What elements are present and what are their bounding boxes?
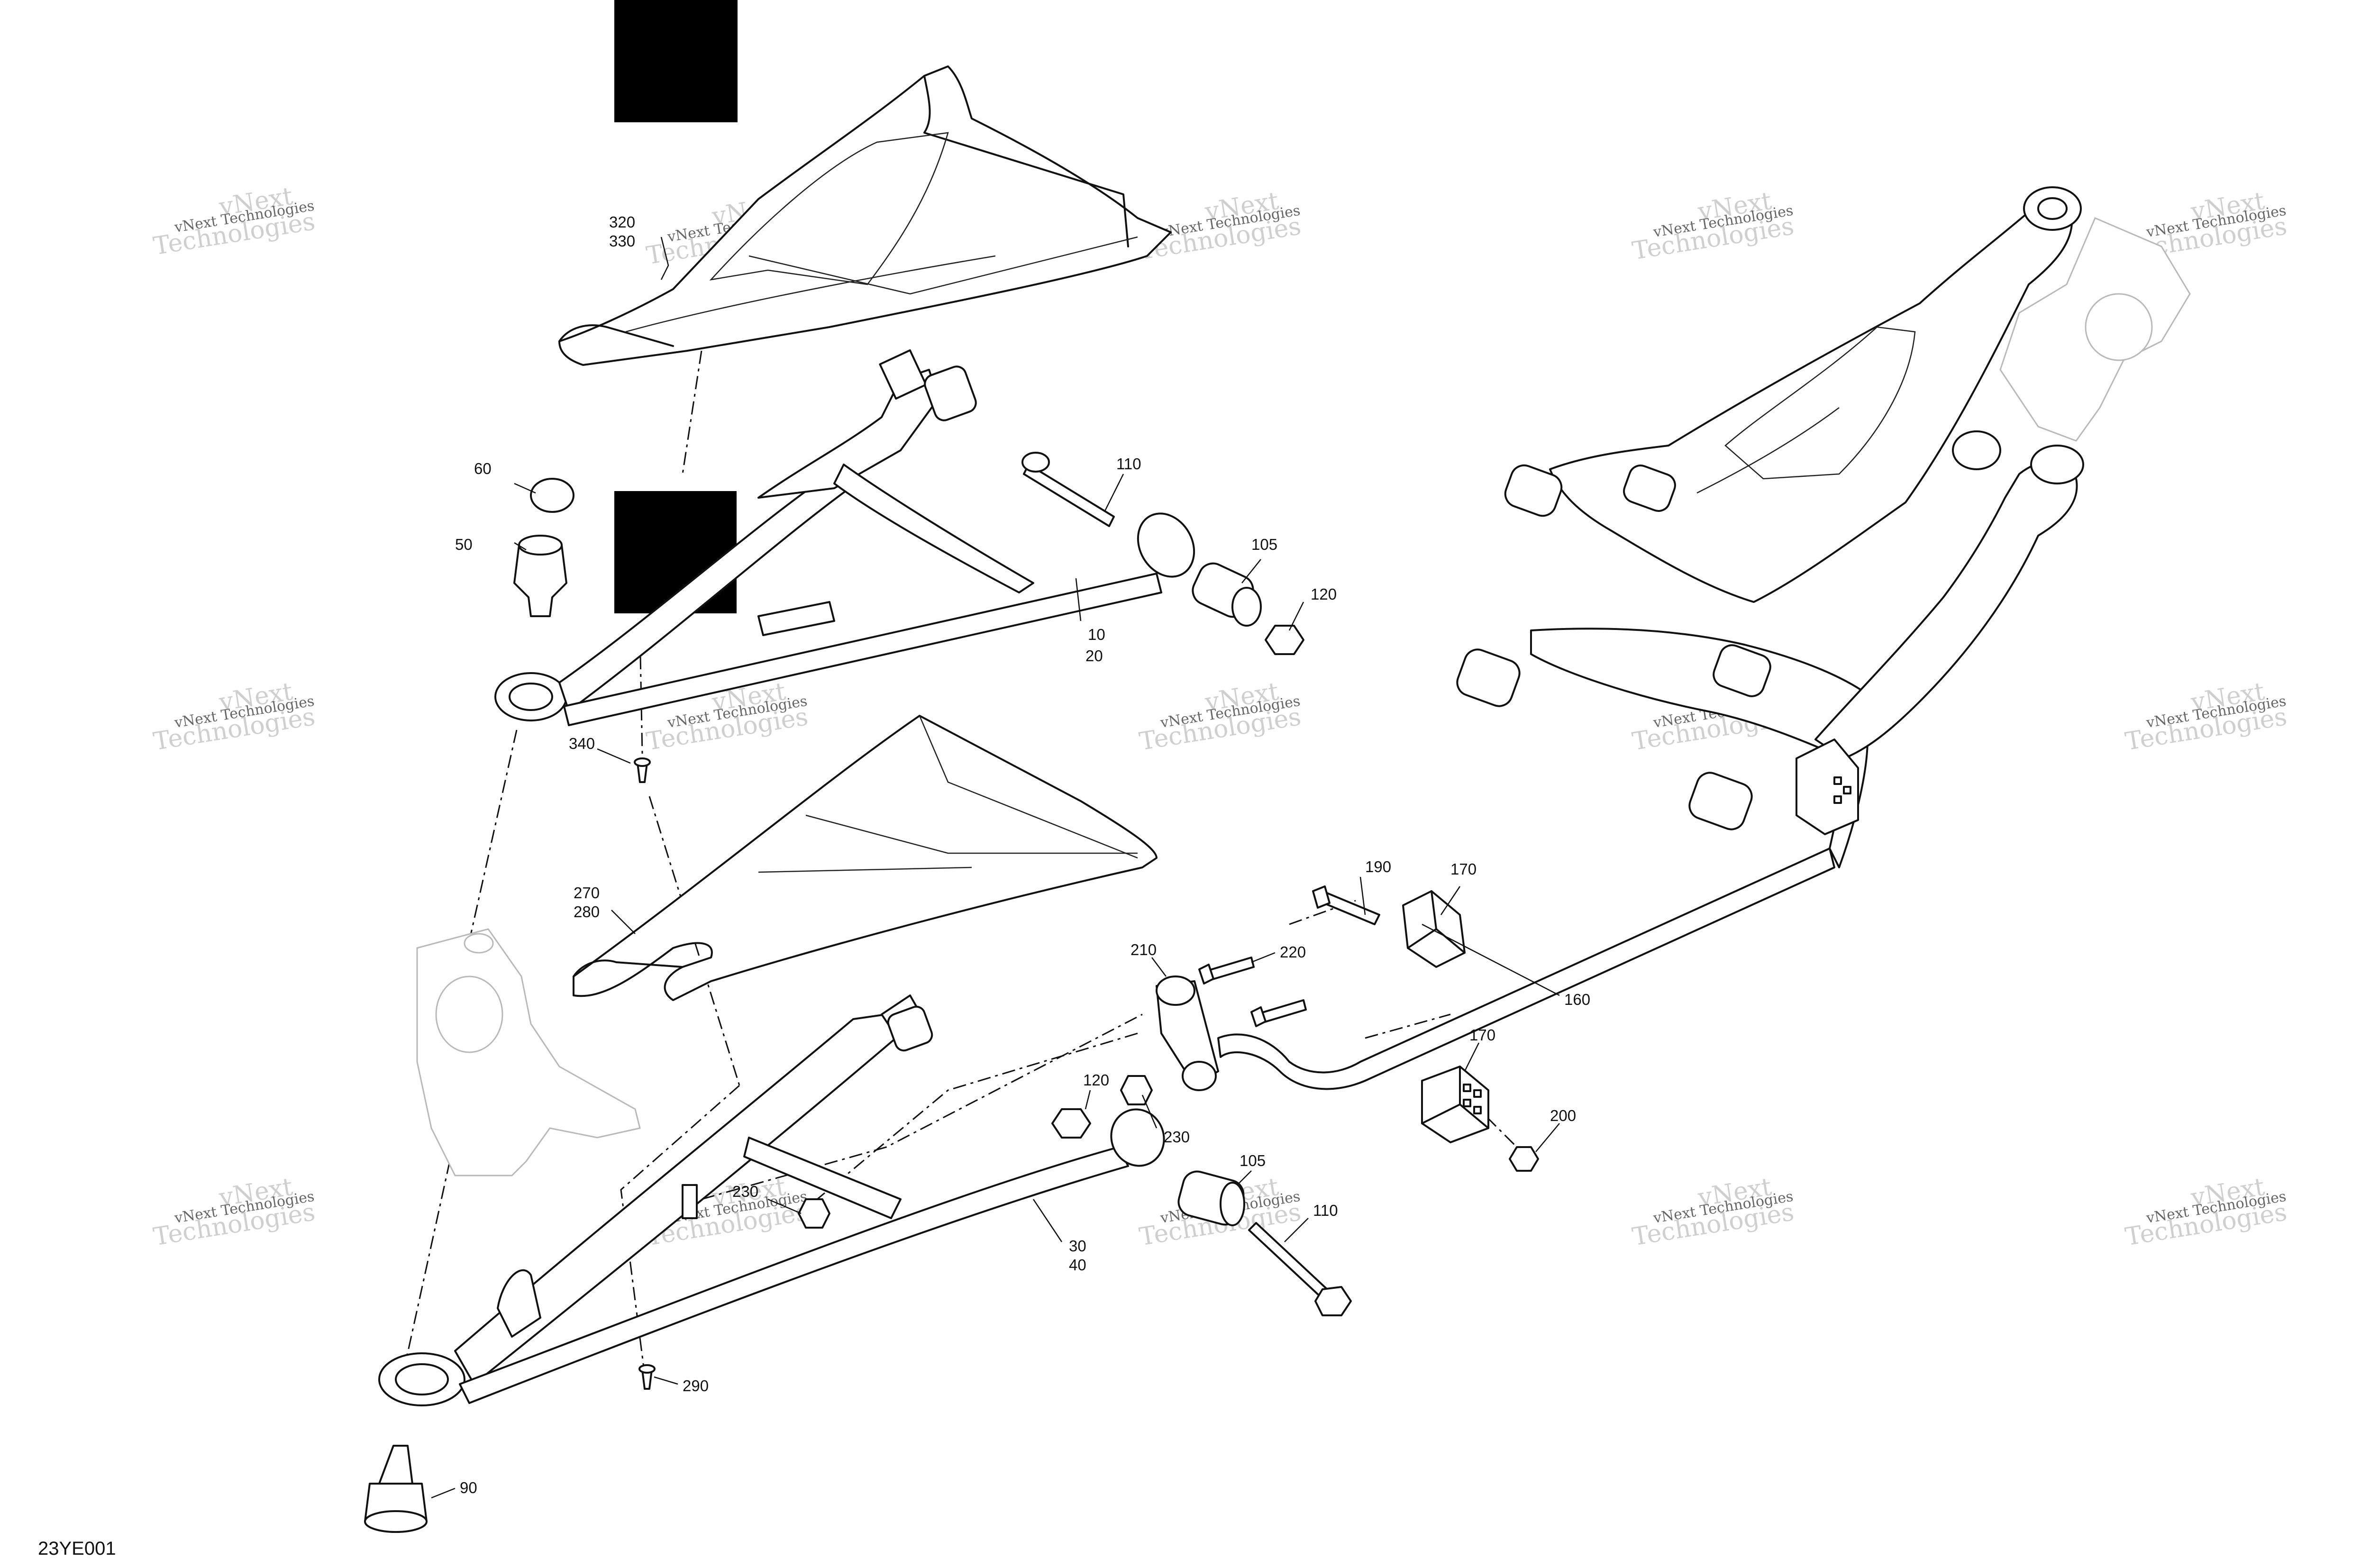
figure-code: 23YE001 <box>38 1538 116 1559</box>
callout-label: 220 <box>1280 943 1306 961</box>
clip-340 <box>634 757 651 783</box>
stabilizer-link-210 <box>1156 975 1219 1091</box>
callout-label: 20 <box>1085 647 1103 665</box>
steering-knuckle-ghost-left <box>416 928 641 1176</box>
callout-label: 30 <box>1069 1237 1086 1255</box>
upper-a-arm <box>494 349 1195 726</box>
callout-label: 330 <box>609 232 635 250</box>
leader-lines <box>431 237 1560 1499</box>
callout-label: 110 <box>1116 455 1141 473</box>
callout-label: 160 <box>1564 991 1590 1008</box>
bolt-190 <box>1312 885 1380 925</box>
callout-label: 60 <box>474 460 492 477</box>
watermark: vNext Technologies vNext Technologies <box>152 182 317 261</box>
bushing-105-lower <box>1177 1170 1245 1226</box>
nut-200 <box>1509 1146 1539 1172</box>
watermark: vNext Technologies vNext Technologies <box>1138 187 1303 265</box>
callout-label: 120 <box>1311 585 1337 603</box>
lower-a-arm <box>378 994 1165 1406</box>
callout-label: 340 <box>569 735 595 752</box>
watermark: vNext Technologies vNext Technologies <box>1138 677 1303 756</box>
callout-label: 50 <box>455 536 473 553</box>
watermark: vNext Technologies vNext Technologies <box>152 677 317 756</box>
bolt-110-upper <box>1021 452 1115 527</box>
circlip-60 <box>530 478 574 513</box>
assembled-suspension-ghost-knuckle <box>1999 217 2191 442</box>
assembled-bushings <box>1456 464 1859 835</box>
callout-label: 105 <box>1251 536 1277 553</box>
callout-label: 210 <box>1130 941 1157 958</box>
clip-290 <box>638 1364 656 1390</box>
callout-label: 320 <box>609 213 635 231</box>
ball-joint-90 <box>364 1445 428 1533</box>
assembled-suspension <box>1530 186 2084 759</box>
watermark: vNext Technologies vNext Technologies <box>152 1173 317 1251</box>
watermark: vNext Technologies vNext Technologies <box>2124 1173 2289 1251</box>
nut-120-upper <box>1265 625 1304 655</box>
redaction-block-top <box>614 0 738 122</box>
callout-label: 10 <box>1088 626 1105 643</box>
callout-label: 105 <box>1240 1152 1266 1169</box>
nut-230-arm <box>798 1198 830 1229</box>
watermark: vNext Technologies vNext Technologies <box>2124 677 2289 756</box>
bolt-220 <box>1198 957 1307 1027</box>
callout-labels: 320 330 60 50 110 105 120 10 20 340 270 … <box>455 213 1590 1496</box>
watermark: vNext Technologies vNext Technologies <box>1631 187 1796 265</box>
nut-120-lower <box>1051 1108 1091 1139</box>
callout-label: 90 <box>460 1479 477 1496</box>
callout-label: 170 <box>1469 1026 1495 1044</box>
callout-label: 200 <box>1550 1107 1576 1124</box>
callout-label: 170 <box>1450 860 1477 878</box>
ball-joint-50 <box>513 535 567 617</box>
bushing-block-170-upper <box>1402 890 1466 968</box>
callout-label: 120 <box>1083 1071 1109 1089</box>
callout-label: 40 <box>1069 1256 1086 1274</box>
bushing-105-upper <box>1192 562 1262 627</box>
callout-label: 190 <box>1365 858 1391 875</box>
lower-a-arm-protector <box>573 715 1158 1001</box>
callout-label: 270 <box>574 884 600 902</box>
nut-230 <box>1120 1075 1153 1105</box>
callout-label: 290 <box>683 1377 709 1395</box>
callout-label: 230 <box>732 1183 758 1200</box>
callout-label: 110 <box>1313 1202 1338 1219</box>
bushing-block-170-lower <box>1421 1066 1489 1143</box>
watermark: vNext Technologies vNext Technologies <box>1631 1173 1796 1251</box>
bolt-110-lower <box>1248 1222 1352 1316</box>
upper-a-arm-protector <box>558 65 1172 366</box>
callout-label: 230 <box>1164 1128 1190 1146</box>
callout-label: 280 <box>574 903 600 921</box>
